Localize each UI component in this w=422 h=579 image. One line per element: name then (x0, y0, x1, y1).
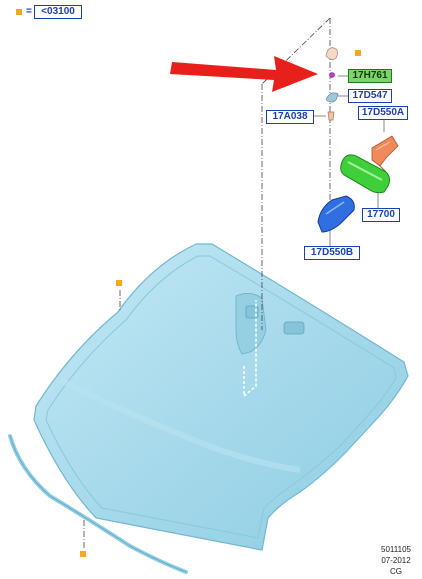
reference-code-label: <03100 (34, 5, 82, 19)
part-label-mirror: 17700 (362, 208, 400, 222)
windshield-glass (33, 243, 409, 551)
part-label-lower-cover: 17D550B (304, 246, 360, 260)
part-label-sensor: 17H761 (348, 69, 392, 83)
clip-part (325, 92, 339, 103)
reference-square-icon (16, 9, 22, 15)
part-label-clip: 17D547 (348, 89, 392, 103)
part-label-screw: 17A038 (266, 110, 314, 124)
reference-square-icon (116, 280, 122, 286)
highlight-arrow (170, 56, 318, 92)
lower-cover-part (317, 195, 355, 233)
footer-initials: CG (390, 567, 402, 576)
reference-square-icon (355, 50, 361, 56)
footer-doc-number: 5011105 (381, 545, 411, 554)
clip-ring-part (325, 47, 338, 60)
footer-date: 07-2012 (381, 556, 411, 565)
reference-equals: = (26, 6, 32, 17)
lower-moulding-strip (8, 434, 188, 574)
sensor-part (329, 72, 335, 78)
reference-square-icon (80, 551, 86, 557)
mirror-part (340, 154, 391, 194)
label-connectors (314, 75, 385, 248)
upper-cover-part (371, 135, 399, 173)
screw-part (327, 111, 335, 121)
part-label-upper-cover: 17D550A (358, 106, 408, 120)
